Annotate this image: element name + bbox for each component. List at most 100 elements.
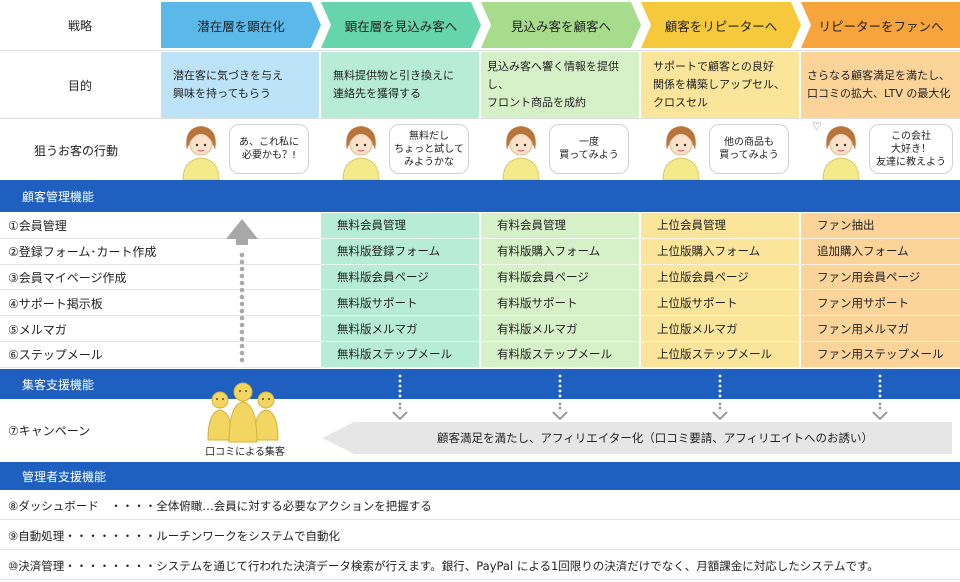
arrow-dot	[398, 406, 402, 410]
stage-purpose: 見込み客へ響く情報を提供し、 フロント商品を成約	[481, 52, 639, 118]
down-arrow-icon	[712, 411, 728, 421]
strategy-label: 戦略	[67, 18, 92, 33]
arrow-dot	[239, 350, 245, 356]
admin-bar: 管理者支援機能	[0, 462, 960, 490]
stage-purpose: 潜在客に気づきを与え 興味を持ってもらう	[161, 52, 319, 118]
feature-label: ②登録フォーム･カート作成	[8, 245, 157, 260]
arrow-dot	[239, 252, 245, 258]
feature-cell: 上位会員管理	[641, 213, 799, 239]
feature-cell: 上位版購入フォーム	[641, 238, 799, 265]
stage-chevrons	[161, 2, 960, 48]
arrow-dot	[878, 394, 882, 398]
feature-cell: 無料版ステップメール	[321, 342, 479, 368]
down-arrow-icon	[872, 411, 888, 421]
feature-cell: 有料版購入フォーム	[481, 238, 639, 265]
attract-bar: 集客支援機能	[0, 369, 960, 399]
feature-cell: 上位版メルマガ	[641, 316, 799, 342]
arrow-dot	[398, 384, 402, 388]
arrow-dot	[239, 294, 245, 300]
stage-purpose: さらなる顧客満足を満たし、 口コミの拡大、LTV の最大化	[801, 52, 960, 118]
arrow-dot	[878, 406, 882, 410]
speech-bubble: あ、これ私に 必要かも？!	[229, 124, 309, 174]
feature-cell: ファン用メルマガ	[801, 316, 960, 342]
feature-label: ⑤メルマガ	[8, 322, 67, 337]
customer-avatar-icon	[662, 126, 700, 180]
feature-cell: 有料版メルマガ	[481, 316, 639, 342]
arrow-dot	[558, 374, 562, 378]
arrow-dot	[558, 402, 562, 406]
customer-avatar-icon	[342, 126, 380, 180]
admin-item: ⑩決済管理・・・・・・・・システムを通じて行われた決済データ検索が行えます。銀行…	[0, 552, 960, 580]
arrow-dot	[878, 384, 882, 388]
customer-avatar-icon	[822, 126, 860, 180]
arrow-dot	[718, 389, 722, 393]
arrow-dot	[239, 259, 245, 265]
arrow-dot	[878, 379, 882, 383]
arrow-dot	[398, 374, 402, 378]
feature-cell: ファン用会員ページ	[801, 264, 960, 291]
customer-mgmt-bar: 顧客管理機能	[0, 180, 960, 212]
feature-cell: ファン抽出	[801, 213, 960, 239]
arrow-dot	[558, 379, 562, 383]
down-arrow-icon	[552, 411, 568, 421]
arrow-dot	[398, 389, 402, 393]
arrow-dot	[558, 406, 562, 410]
arrow-dot	[398, 394, 402, 398]
arrow-dot	[239, 329, 245, 335]
arrow-dot	[558, 389, 562, 393]
arrow-dot	[398, 402, 402, 406]
customer-avatar-icon	[502, 126, 540, 180]
feature-cell: 無料版メルマガ	[321, 316, 479, 342]
feature-cell: 上位版会員ページ	[641, 264, 799, 291]
stage-header: 潜在層を顕在化	[197, 18, 285, 34]
arrow-dot	[239, 266, 245, 272]
arrow-dot	[239, 343, 245, 349]
feature-cell: 追加購入フォーム	[801, 238, 960, 265]
feature-cell: ファン用ステップメール	[801, 342, 960, 368]
heart-icon: ♡	[812, 120, 822, 133]
arrow-dot	[718, 374, 722, 378]
arrow-dot	[239, 357, 245, 363]
arrow-dot	[239, 301, 245, 307]
feature-cell: 有料版会員ページ	[481, 264, 639, 291]
feature-cell: 上位版サポート	[641, 290, 799, 317]
speech-bubble: 一度 買ってみよう	[549, 124, 629, 174]
stage-chevron	[801, 2, 960, 48]
arrow-dot	[239, 273, 245, 279]
left-arrow-banner	[322, 422, 952, 454]
arrow-dot	[239, 322, 245, 328]
feature-cell: 無料版登録フォーム	[321, 238, 479, 265]
speech-bubble: この会社 大好き！ 友達に教えよう	[869, 124, 953, 174]
arrow-dot	[718, 379, 722, 383]
arrow-dot	[718, 406, 722, 410]
divider	[0, 50, 960, 51]
speech-bubble: 他の商品も 買ってみよう	[709, 124, 789, 174]
wom-label: 口コミによる集客	[205, 447, 285, 458]
stage-purpose: 無料提供物と引き換えに 連絡先を獲得する	[321, 52, 479, 118]
stage-chevron	[321, 2, 481, 48]
feature-cell: 有料版ステップメール	[481, 342, 639, 368]
campaign-label: ⑦キャンペーン	[8, 423, 91, 438]
top-grid	[0, 0, 960, 180]
arrow-dot	[398, 379, 402, 383]
stage-header: 見込み客を顧客へ	[510, 18, 611, 34]
feature-row	[0, 316, 960, 342]
stage-header: 顧客をリピーターへ	[664, 18, 778, 34]
feature-label: ④サポート掲示板	[8, 296, 103, 311]
arrow-dot	[718, 394, 722, 398]
down-arrows	[392, 374, 888, 421]
feature-label: ①会員管理	[8, 219, 67, 234]
divider	[0, 118, 960, 119]
feature-row	[0, 265, 960, 291]
down-arrow-icon	[392, 411, 408, 421]
stage-header: リピーターをファンへ	[818, 18, 944, 34]
feature-label: ③会員マイページ作成	[8, 270, 127, 285]
behavior-label: 狙うお客の行動	[34, 143, 119, 158]
feature-cell: 無料会員管理	[321, 213, 479, 239]
stage-header: 顕在層を見込み客へ	[344, 18, 458, 34]
feature-row	[0, 342, 960, 368]
arrow-dot	[718, 402, 722, 406]
feature-row	[0, 213, 960, 239]
feature-cell: ファン用サポート	[801, 290, 960, 317]
arrow-dot	[558, 394, 562, 398]
